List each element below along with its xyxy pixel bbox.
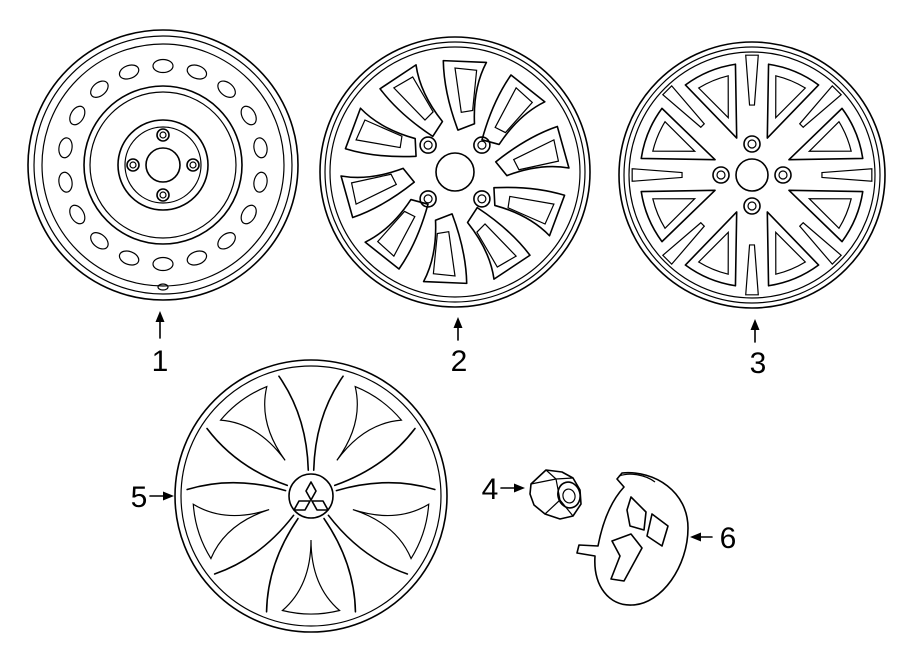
wheel-cover-drawing (174, 359, 448, 633)
callout-number-2: 2 (451, 345, 468, 378)
callout-number-5: 5 (131, 481, 148, 514)
part-1-callout: 1 (152, 311, 169, 378)
alloy-wheel-split-spoke-drawing (618, 41, 886, 309)
part-4-callout: 4 (482, 473, 525, 506)
callout-number-4: 4 (482, 473, 499, 506)
callout-number-3: 3 (750, 347, 767, 380)
callout-number-1: 1 (152, 345, 169, 378)
alloy-wheel-twisted-drawing (319, 36, 591, 308)
emblem-icon (293, 481, 329, 511)
lug-nut-drawing (529, 469, 582, 520)
part-2-callout: 2 (451, 317, 468, 378)
callout-number-6: 6 (720, 522, 737, 555)
center-cap-drawing (576, 471, 689, 606)
part-6-callout: 6 (690, 522, 736, 555)
part-3-callout: 3 (750, 319, 767, 380)
steel-wheel-drawing (27, 29, 299, 301)
part-5-callout: 5 (131, 481, 174, 514)
